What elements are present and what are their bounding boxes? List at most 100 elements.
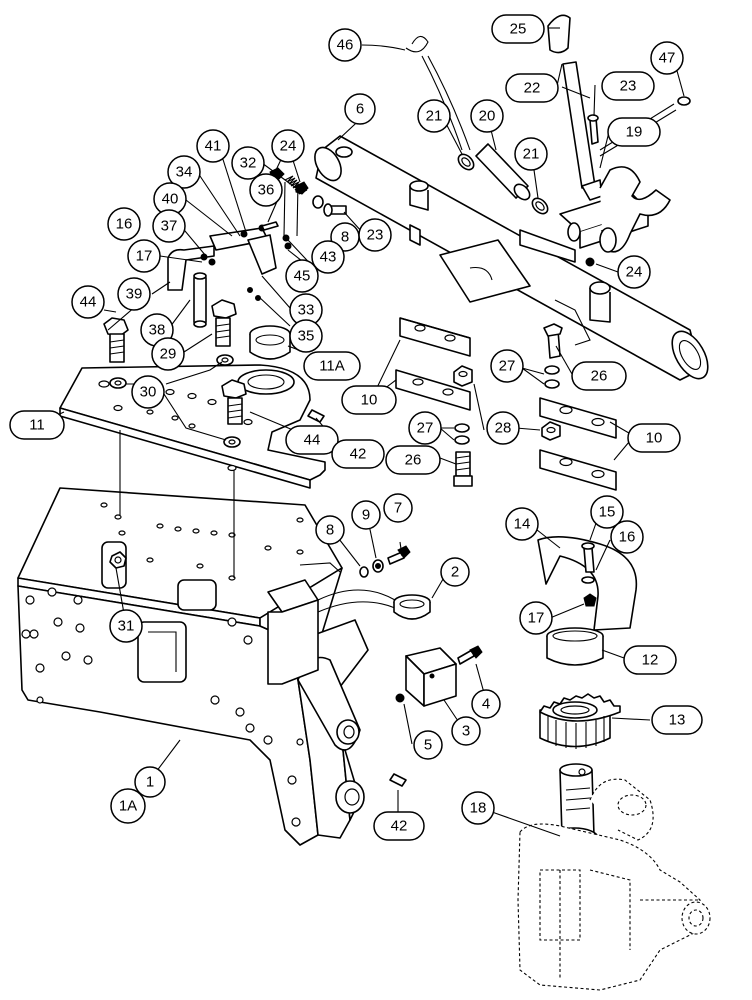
- callout-26-left-label: 26: [405, 452, 422, 469]
- gear: [539, 693, 621, 749]
- callout-24-top: 24: [271, 129, 305, 163]
- callout-46: 46: [328, 28, 362, 62]
- callout-34: 34: [167, 155, 201, 189]
- callout-25-label: 25: [510, 21, 527, 38]
- callout-1A: 1A: [110, 788, 146, 824]
- callout-27-right-label: 27: [499, 358, 516, 375]
- callout-3-label: 3: [462, 723, 470, 740]
- callout-34-label: 34: [176, 164, 193, 181]
- callout-15: 15: [590, 495, 624, 529]
- callout-2: 2: [440, 557, 470, 587]
- callout-6: 6: [344, 93, 376, 125]
- callout-44-top: 44: [71, 285, 105, 319]
- callout-42-bottom-label: 42: [391, 818, 408, 835]
- callout-5-label: 5: [424, 737, 432, 754]
- callout-29-label: 29: [160, 346, 177, 363]
- callout-41-label: 41: [205, 138, 222, 155]
- callout-1A-label: 1A: [119, 798, 137, 815]
- lever-bracket: [547, 14, 691, 267]
- callout-17-left: 17: [127, 239, 161, 273]
- callout-8-bottom: 8: [315, 515, 345, 545]
- callout-18-label: 18: [470, 800, 487, 817]
- callout-28-right: 28: [486, 411, 520, 445]
- callout-42-mid-label: 42: [350, 446, 367, 463]
- callout-18: 18: [461, 791, 495, 825]
- callout-13: 13: [651, 705, 703, 735]
- callout-11A-label: 11A: [319, 358, 345, 375]
- callout-16-left-label: 16: [116, 216, 133, 233]
- callout-32-label: 32: [240, 155, 257, 172]
- callout-2-label: 2: [451, 564, 459, 581]
- callout-12-label: 12: [642, 652, 659, 669]
- callout-20-label: 20: [479, 108, 496, 125]
- callout-33-label: 33: [298, 302, 315, 319]
- callout-15-label: 15: [599, 504, 616, 521]
- callout-26-left: 26: [385, 445, 441, 475]
- callout-6-label: 6: [356, 101, 364, 118]
- callout-29: 29: [151, 337, 185, 371]
- callout-22: 22: [505, 73, 559, 103]
- callouts: 46 25 47 22 23 6 21 20 19 21 41 24 32 34…: [9, 14, 703, 841]
- callout-24-top-label: 24: [280, 138, 297, 155]
- callout-10-left-label: 10: [361, 392, 378, 409]
- top-plate: [59, 364, 326, 578]
- callout-23-mid: 23: [358, 218, 392, 252]
- callout-37: 37: [152, 209, 186, 243]
- callout-36: 36: [249, 173, 283, 207]
- yoke-assembly: [517, 763, 711, 991]
- callout-21-left-label: 21: [426, 108, 443, 125]
- callout-1: 1: [134, 766, 166, 798]
- callout-24-right: 24: [617, 255, 651, 289]
- callout-3: 3: [451, 716, 481, 746]
- callout-47-label: 47: [659, 50, 676, 67]
- callout-17-right-label: 17: [528, 610, 545, 627]
- callout-27-left-label: 27: [417, 420, 434, 437]
- callout-35: 35: [289, 319, 323, 353]
- callout-9-label: 9: [362, 507, 370, 524]
- callout-7-label: 7: [394, 500, 402, 517]
- callout-47: 47: [650, 41, 684, 75]
- wear-plates: [395, 317, 617, 491]
- small-bracket-assembly: [167, 167, 347, 328]
- callout-14-label: 14: [514, 516, 531, 533]
- callout-17-right: 17: [519, 601, 553, 635]
- callout-10-right-label: 10: [646, 430, 663, 447]
- callout-21-right-label: 21: [523, 146, 540, 163]
- callout-40-label: 40: [162, 191, 179, 208]
- callout-44-top-label: 44: [80, 294, 97, 311]
- callout-22-label: 22: [524, 80, 541, 97]
- callout-39-label: 39: [126, 286, 143, 303]
- callout-42-bottom: 42: [373, 811, 425, 841]
- callout-35-label: 35: [298, 328, 315, 345]
- callout-4: 4: [471, 689, 501, 719]
- main-frame: [17, 487, 396, 846]
- callout-11: 11: [9, 410, 65, 440]
- callout-8-top-label: 8: [341, 229, 349, 246]
- callout-14: 14: [505, 507, 539, 541]
- callout-45: 45: [285, 259, 319, 293]
- callout-24-right-label: 24: [626, 264, 643, 281]
- callout-38-label: 38: [149, 322, 166, 339]
- callout-30-label: 30: [140, 384, 157, 401]
- callout-10-left: 10: [341, 385, 397, 415]
- callout-37-label: 37: [161, 218, 178, 235]
- callout-41: 41: [196, 129, 230, 163]
- callout-43: 43: [311, 240, 345, 274]
- callout-25: 25: [491, 14, 545, 44]
- callout-20: 20: [470, 99, 504, 133]
- callout-13-label: 13: [669, 712, 686, 729]
- callout-21-left: 21: [417, 99, 451, 133]
- shaft-assembly: [314, 135, 709, 381]
- callout-9: 9: [351, 500, 381, 530]
- callout-44-mid-label: 44: [304, 432, 321, 449]
- callout-31-label: 31: [118, 618, 135, 635]
- callout-10-right: 10: [627, 423, 681, 453]
- callout-17-left-label: 17: [136, 248, 153, 265]
- callout-8-bottom-label: 8: [326, 522, 334, 539]
- callout-36-label: 36: [258, 182, 275, 199]
- callout-16-left: 16: [107, 207, 141, 241]
- callout-1-label: 1: [146, 774, 154, 791]
- callout-27-right: 27: [490, 349, 524, 383]
- callout-42-mid: 42: [331, 439, 385, 469]
